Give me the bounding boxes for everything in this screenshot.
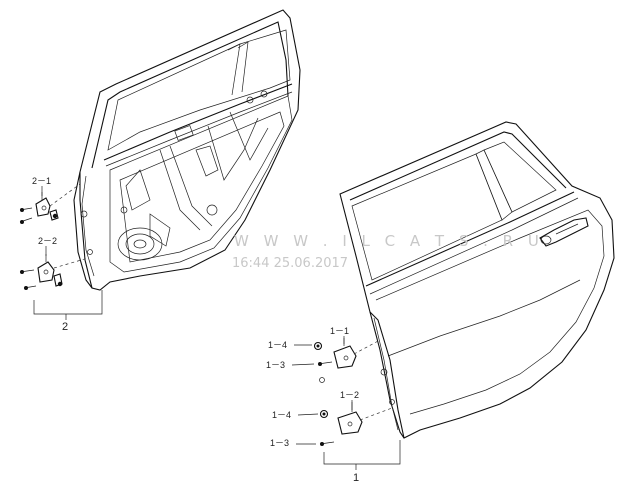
callout-1-bracket: 1 — [323, 440, 401, 484]
hinge-1-1 — [333, 338, 381, 369]
bolt-2-1-a — [19, 207, 33, 212]
washer-a — [319, 377, 325, 383]
callout-1-4-b: 1－4 — [272, 410, 319, 420]
callout-1-4-a: 1－4 — [268, 340, 312, 350]
callout-2-1: 2－1 — [32, 176, 51, 196]
svg-text:2: 2 — [62, 321, 68, 333]
svg-text:2－2: 2－2 — [38, 236, 57, 246]
hinge-2-1 — [35, 183, 81, 221]
watermark-timestamp: 16:44 25.06.2017 — [232, 256, 348, 271]
nut-1-4-b — [319, 409, 329, 419]
callout-2-2: 2－2 — [38, 236, 57, 256]
callout-2-bracket: 2 — [33, 290, 103, 333]
callout-1-1: 1－1 — [330, 326, 349, 344]
svg-text:1－4: 1－4 — [268, 340, 287, 350]
bolt-2-2-b — [23, 285, 37, 290]
svg-text:1－3: 1－3 — [270, 438, 289, 448]
watermark-site: W W W . I L C A T S . R U — [234, 232, 544, 250]
inner-door-panel — [73, 9, 301, 291]
svg-text:1－1: 1－1 — [330, 326, 349, 336]
callout-1-2: 1－2 — [340, 390, 359, 410]
callout-1-3-a: 1－3 — [266, 360, 315, 370]
nut-1-4-a — [313, 341, 323, 351]
callout-1-3-b: 1－3 — [270, 438, 316, 448]
svg-text:1－2: 1－2 — [340, 390, 359, 400]
svg-text:1－4: 1－4 — [272, 410, 291, 420]
svg-text:2－1: 2－1 — [32, 176, 51, 186]
svg-text:1－3: 1－3 — [266, 360, 285, 370]
hinge-1-2 — [337, 402, 393, 435]
bolt-1-3-a — [317, 361, 333, 366]
bolt-2-2-a — [19, 269, 35, 274]
hinge-2-2 — [37, 254, 89, 287]
bolt-1-3-b — [319, 441, 335, 446]
svg-text:1: 1 — [353, 472, 359, 484]
bolt-2-1-b — [19, 217, 33, 224]
outer-door-panel — [339, 121, 615, 439]
